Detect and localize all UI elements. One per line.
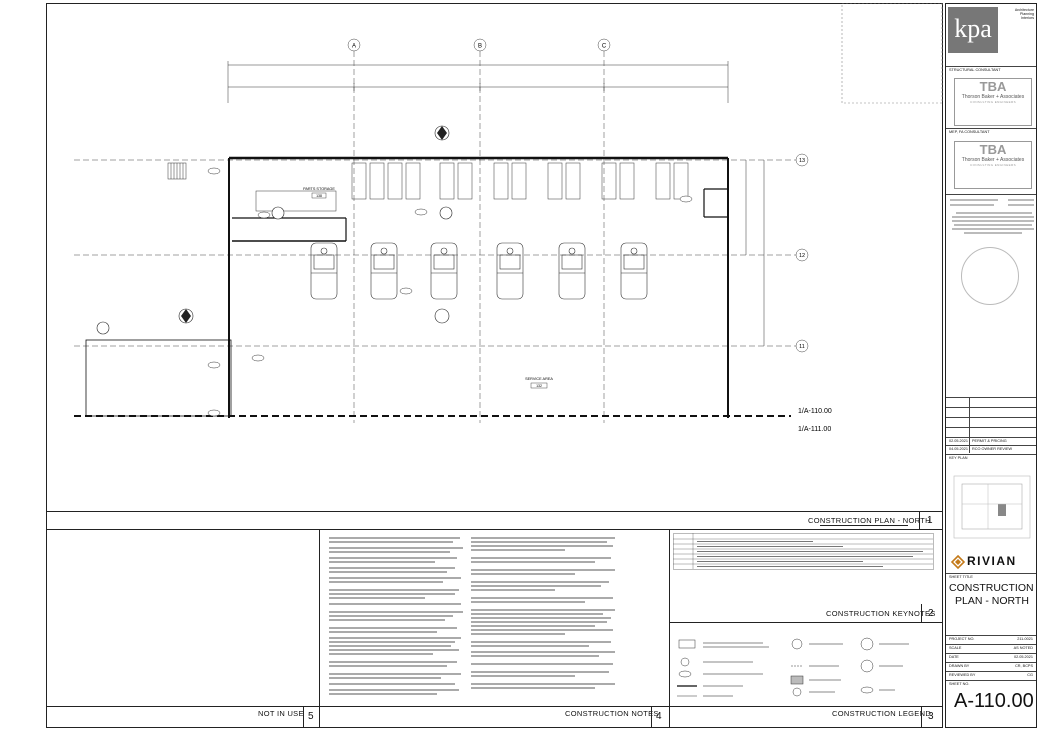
revision-date: 02.05.2021 xyxy=(949,439,969,443)
sheet-title-line-1: CONSTRUCTION xyxy=(949,582,1034,594)
construction-notes-body xyxy=(329,537,615,695)
grid-bubble-b: B xyxy=(478,44,482,50)
divider xyxy=(969,397,970,453)
consultant-name: Thorson Baker + Associates xyxy=(961,157,1025,163)
professional-seal xyxy=(961,247,1019,305)
drawn-by-value: CR, BCPS xyxy=(1015,664,1033,668)
divider xyxy=(303,706,304,728)
divider xyxy=(46,529,943,530)
keynotes-table xyxy=(673,533,934,570)
dashed-boundary xyxy=(841,3,943,104)
scale-value: AS NOTED xyxy=(1013,646,1033,650)
legend-number: 3 xyxy=(928,711,934,722)
brand-name: RIVIAN xyxy=(967,554,1017,568)
keynotes-title: CONSTRUCTION KEYNOTES xyxy=(826,609,936,618)
date-value: 02.05.2021 xyxy=(1013,655,1033,659)
consultant-logo: TBA xyxy=(979,79,1007,94)
consultant-name: Thorson Baker + Associates xyxy=(961,94,1025,100)
grid-bubble-12: 12 xyxy=(799,253,805,259)
structural-consultant-card: TBA Thorson Baker + Associates CONSULTIN… xyxy=(954,78,1032,126)
divider xyxy=(921,604,922,622)
grid-bubble-c: C xyxy=(602,44,607,50)
view-number: 1 xyxy=(927,515,933,526)
divider xyxy=(319,706,669,707)
not-in-use-title: NOT IN USE xyxy=(258,709,304,718)
consultant-subtitle: CONSULTING ENGINEERS xyxy=(970,100,1016,104)
not-in-use-number: 5 xyxy=(308,711,314,722)
mep-consultant-label: MEP, FA CONSULTANT xyxy=(949,130,990,134)
room-name-parts-storage: PARTS STORAGE xyxy=(303,187,335,191)
room-number-132: 132 xyxy=(536,384,542,388)
key-plan xyxy=(953,475,1031,539)
structural-consultant-label: STRUCTURAL CONSULTANT xyxy=(949,68,1001,72)
sheet-title-line-2: PLAN - NORTH xyxy=(955,595,1029,607)
reviewed-by-value: CG xyxy=(1027,673,1033,677)
firm-logo: kpa xyxy=(948,7,998,53)
sheet-number-label: SHEET NO. xyxy=(949,682,970,686)
rivian-compass-icon xyxy=(951,555,965,569)
firm-line-1: Architecture xyxy=(1014,8,1034,12)
divider xyxy=(669,706,943,707)
divider xyxy=(46,706,319,707)
reviewed-by-label: REVIEWED BY xyxy=(949,673,976,677)
divider xyxy=(651,706,652,728)
revision-description: PERMIT & PRICING xyxy=(972,439,1007,443)
revision-description: RCO OWNER REVIEW xyxy=(972,447,1013,451)
scale-label: SCALE xyxy=(949,646,962,650)
construction-legend-body xyxy=(677,637,909,697)
mep-consultant-card: TBA Thorson Baker + Associates CONSULTIN… xyxy=(954,141,1032,189)
revision-date: 04.05.2021 xyxy=(949,447,969,451)
divider xyxy=(319,529,320,728)
view-title-underline xyxy=(820,525,908,526)
architect-certification xyxy=(950,199,1034,234)
sheet-title-label: SHEET TITLE xyxy=(949,575,973,579)
grid-bubble-11: 11 xyxy=(799,344,805,350)
room-number-138: 138 xyxy=(316,194,322,198)
drawn-by-label: DRAWN BY xyxy=(949,664,970,668)
view-title: CONSTRUCTION PLAN - NORTH xyxy=(808,516,931,525)
firm-line-2: Planning xyxy=(1020,12,1034,17)
title-block: kpa Architecture Planning Interiors STRU… xyxy=(945,3,1037,728)
view-number-box xyxy=(919,511,944,529)
floor-plan-drawing: A B C 13 12 11 xyxy=(74,3,943,433)
project-number-label: PROJECT NO. xyxy=(949,637,975,641)
drawing-sheet-border xyxy=(46,3,943,728)
divider xyxy=(669,529,670,728)
divider xyxy=(669,622,943,623)
grid-bubble-a: A xyxy=(352,44,356,50)
key-plan-label: KEY PLAN xyxy=(949,456,968,460)
keynotes-number: 2 xyxy=(928,608,934,619)
date-label: DATE xyxy=(949,655,959,659)
divider xyxy=(46,511,943,512)
consultant-subtitle: CONSULTING ENGINEERS xyxy=(970,163,1016,167)
rivian-logo: RIVIAN xyxy=(949,554,1035,570)
match-line-a-110: 1/A-110.00 xyxy=(798,408,832,415)
legend-title: CONSTRUCTION LEGEND xyxy=(832,709,932,718)
room-name-service-area: SERVICE AREA xyxy=(525,377,553,381)
match-line-a-111: 1/A-111.00 xyxy=(798,426,831,433)
consultant-logo: TBA xyxy=(979,142,1007,157)
divider xyxy=(921,706,922,728)
grid-bubble-13: 13 xyxy=(799,158,805,164)
notes-number: 4 xyxy=(656,711,662,722)
firm-line-3: Interiors xyxy=(1021,16,1034,21)
sheet-number: A-110.00 xyxy=(954,690,1034,712)
notes-title: CONSTRUCTION NOTES xyxy=(565,709,659,718)
project-number-value: 211-0021 xyxy=(1017,637,1033,641)
